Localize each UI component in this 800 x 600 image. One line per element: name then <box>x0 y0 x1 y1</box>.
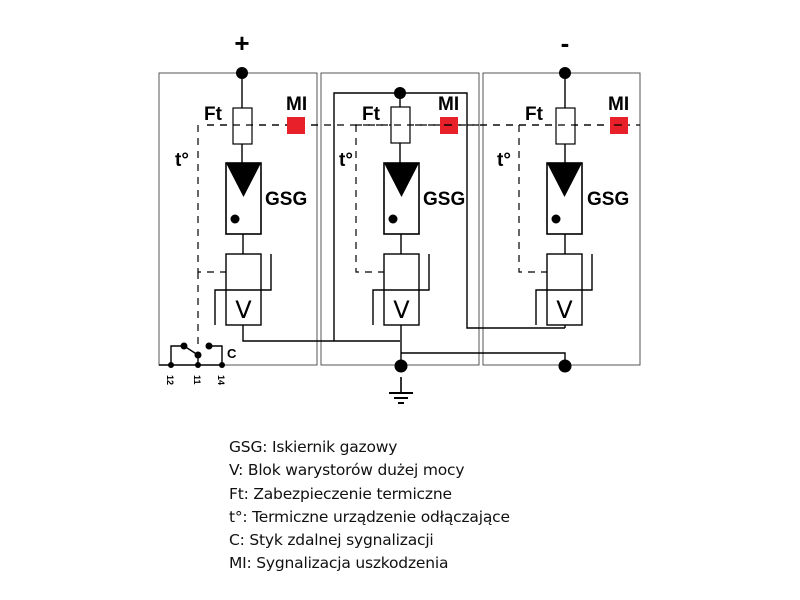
mi-label: MI <box>608 94 629 115</box>
thermal-disconnector-label: t° <box>497 150 511 171</box>
positive-terminal-label: + <box>234 28 249 58</box>
gsg-label: GSG <box>423 189 465 210</box>
thermal-fuse-ft <box>232 107 253 145</box>
mi-label: MI <box>286 94 307 115</box>
ft-label: Ft <box>204 104 223 125</box>
pin-14-label: 14 <box>216 375 226 385</box>
legend-item-t: t°: Termiczne urządzenie odłączające <box>229 507 510 526</box>
thermal-disconnector-label: t° <box>175 150 189 171</box>
thermal-disconnector-label: t° <box>339 150 353 171</box>
varistor-label: V <box>393 296 410 324</box>
ground-node <box>394 359 408 373</box>
negative-terminal-node <box>559 67 571 79</box>
legend: GSG: Iskiernik gazowy V: Blok warystorów… <box>229 436 510 576</box>
ground-icon <box>389 377 413 404</box>
legend-item-mi: MI: Sygnalizacja uszkodzenia <box>229 554 449 573</box>
varistor-label: V <box>235 296 252 324</box>
legend-item-ft: Ft: Zabezpieczenie termiczne <box>229 484 452 503</box>
contact-c-label: C <box>227 346 237 361</box>
thermal-fuse-ft <box>555 107 576 145</box>
gsg-label: GSG <box>265 189 307 210</box>
mi-indicator <box>287 117 305 134</box>
varistor-label: V <box>556 296 573 324</box>
pin-12-label: 12 <box>165 375 175 385</box>
remote-signal-contact-c: C 12 11 14 <box>159 342 237 385</box>
gsg-triangle-icon <box>226 163 261 197</box>
legend-item-gsg: GSG: Iskiernik gazowy <box>229 438 398 456</box>
positive-terminal-node <box>236 67 248 79</box>
module-left: Ft MI t° GSG V C 12 <box>159 67 400 385</box>
gsg-triangle-icon <box>384 163 419 197</box>
negative-terminal-label: - <box>561 28 570 58</box>
legend-item-c: C: Styk zdalnej sygnalizacji <box>229 531 434 550</box>
module-middle: Ft MI t° GSG V <box>333 87 566 404</box>
gsg-label: GSG <box>587 189 629 210</box>
module-right: Ft MI t° GSG V <box>480 67 629 373</box>
pin-11-label: 11 <box>192 375 202 385</box>
ft-label: Ft <box>362 104 381 125</box>
right-bottom-node <box>558 359 572 373</box>
legend-item-v: V: Blok warystorów dużej mocy <box>229 461 465 480</box>
mi-label: MI <box>438 94 459 115</box>
gsg-triangle-icon <box>547 163 582 197</box>
ft-label: Ft <box>525 104 544 125</box>
middle-top-node <box>394 87 406 99</box>
